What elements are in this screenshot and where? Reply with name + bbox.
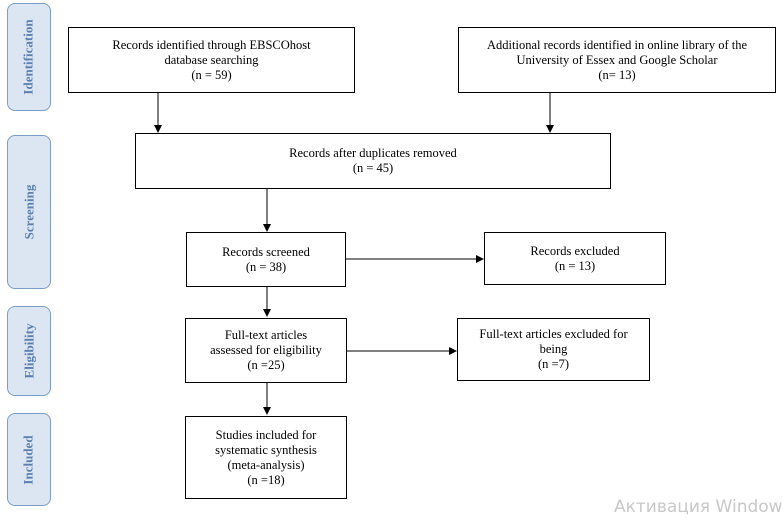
box-duplicates-removed: Records after duplicates removed (n = 45… <box>135 133 611 189</box>
box-records-excluded-count: (n = 13) <box>554 258 596 273</box>
box-fulltext-assessed-line1: Full-text articles <box>224 328 308 342</box>
box-records-ebscohost: Records identified through EBSCOhost dat… <box>68 27 355 93</box>
box-fulltext-excluded: Full-text articles excluded for being (n… <box>457 318 650 381</box>
box-duplicates-removed-line1: Records after duplicates removed <box>289 146 457 160</box>
box-fulltext-assessed-line2: assessed for eligibility <box>210 343 322 357</box>
phase-screening: Screening <box>7 135 51 289</box>
box-records-ebscohost-count: (n = 59) <box>191 67 232 82</box>
box-fulltext-assessed-count: (n =25) <box>247 358 285 372</box>
box-fulltext-excluded-line2: being <box>539 342 568 356</box>
box-studies-included-line2: systematic synthesis <box>215 442 317 457</box>
box-studies-included-line1: Studies included for <box>215 427 317 442</box>
box-fulltext-excluded-line1: Full-text articles excluded for <box>479 327 628 341</box>
box-fulltext-excluded-count: (n =7) <box>538 357 569 371</box>
activation-watermark: Активация Window <box>614 497 783 517</box>
phase-included: Included <box>7 413 51 506</box>
phase-eligibility: Eligibility <box>7 306 51 396</box>
box-studies-included-count: (n =18) <box>247 472 285 487</box>
box-records-excluded-line1: Records excluded <box>530 243 620 258</box>
box-fulltext-assessed: Full-text articles assessed for eligibil… <box>185 318 347 383</box>
phase-identification: Identification <box>7 3 51 111</box>
box-additional-records-line2: University of Essex and Google Scholar <box>516 52 718 67</box>
box-records-ebscohost-line2: database searching <box>164 52 259 67</box>
box-duplicates-removed-count: (n = 45) <box>352 161 394 175</box>
box-studies-included: Studies included for systematic synthesi… <box>185 416 347 499</box>
box-additional-records-count: (n= 13) <box>598 67 636 82</box>
box-records-screened-count: (n = 38) <box>245 259 287 274</box>
box-additional-records-line1: Additional records identified in online … <box>487 37 747 52</box>
box-records-excluded: Records excluded (n = 13) <box>484 232 666 285</box>
box-records-screened: Records screened (n = 38) <box>186 232 346 287</box>
box-records-screened-line1: Records screened <box>222 244 310 259</box>
box-records-ebscohost-line1: Records identified through EBSCOhost <box>112 37 311 52</box>
box-studies-included-line3: (meta-analysis) <box>227 457 305 472</box>
box-additional-records: Additional records identified in online … <box>458 27 776 93</box>
